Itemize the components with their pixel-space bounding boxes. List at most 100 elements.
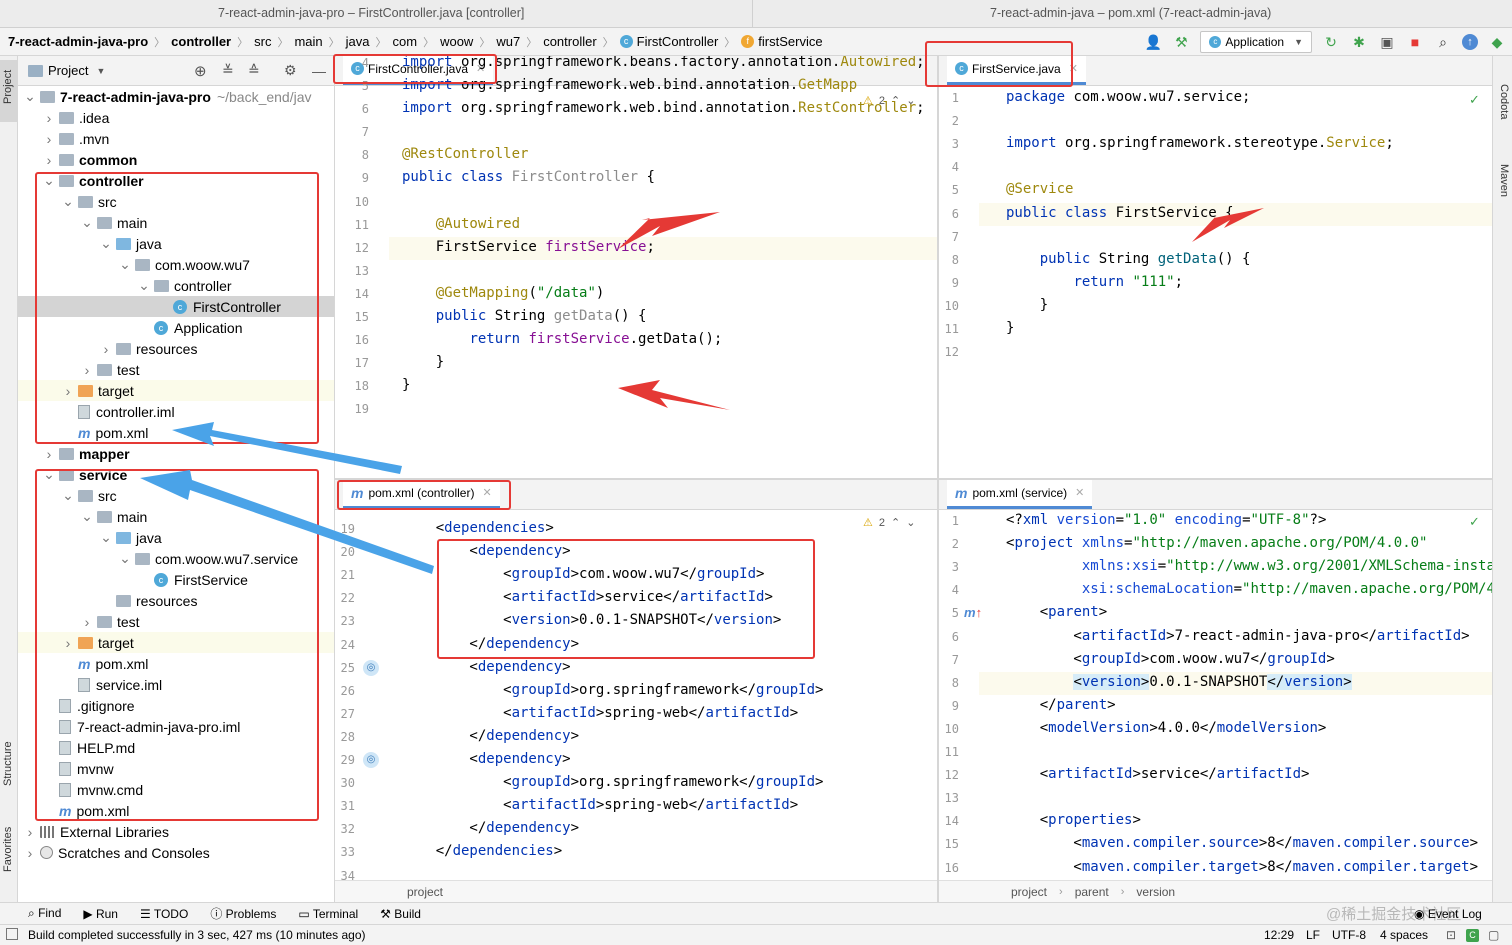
breadcrumb-item[interactable]: woow (440, 34, 474, 49)
build-hammer-icon[interactable]: ⚒ (1175, 34, 1188, 50)
maven-parent-gutter-icon[interactable]: m↑ (964, 605, 983, 620)
code-line[interactable]: package com.woow.wu7.service; (1006, 89, 1251, 105)
code-line[interactable]: </dependencies> (402, 843, 563, 860)
code-line[interactable]: <artifactId>spring-web</artifactId> (402, 704, 799, 721)
structure-tool-label[interactable]: Structure (2, 741, 14, 786)
locate-icon[interactable]: ⊕ (194, 62, 207, 80)
tree-item[interactable]: ›test (18, 611, 334, 632)
tree-item[interactable]: ⌄main (18, 212, 334, 233)
code-line[interactable]: public String getData() { (435, 308, 647, 324)
todo-tool[interactable]: ☰ TODO (139, 906, 189, 921)
chevron-down-icon[interactable]: ⌄ (62, 487, 74, 503)
collapse-all-icon[interactable]: ≙ (248, 62, 260, 78)
tree-item[interactable]: ›resources (18, 338, 334, 359)
tree-item[interactable]: ⌄com.woow.wu7.service (18, 548, 334, 569)
tree-item[interactable]: ›.mvn (18, 128, 334, 149)
chevron-down-icon[interactable]: ▼ (96, 65, 106, 76)
caret-position[interactable]: 12:29 (1264, 928, 1295, 942)
code-line[interactable]: <groupId>org.springframework</groupId> (402, 774, 824, 791)
tree-item[interactable]: 7-react-admin-java-pro.iml (18, 716, 334, 737)
code-line[interactable]: </dependency> (402, 727, 580, 744)
tree-item[interactable]: ›External Libraries (18, 821, 334, 842)
code-line[interactable]: public class FirstService { (1006, 204, 1234, 221)
plugin-icon[interactable]: ◆ (1491, 34, 1503, 50)
tree-item[interactable]: ⌄controller (18, 170, 334, 191)
coverage-icon[interactable]: ▣ (1380, 34, 1394, 50)
maven-tool-label[interactable]: Maven (1498, 164, 1510, 198)
code-line[interactable]: <?xml version="1.0" encoding="UTF-8"?> (1006, 512, 1327, 528)
build-tool[interactable]: ⚒ Build (380, 906, 421, 921)
update-icon[interactable]: ↑ (1462, 34, 1478, 50)
tab-first-controller[interactable]: c FirstController.java ✕ (343, 56, 494, 85)
chevron-up-icon[interactable]: ⌃ (891, 517, 901, 529)
code-line[interactable]: <properties> (1006, 812, 1141, 829)
breadcrumb-item[interactable]: wu7 (496, 34, 521, 49)
close-icon[interactable]: ✕ (482, 487, 492, 499)
editor-hsplit-divider[interactable] (335, 478, 1492, 480)
run-configuration-select[interactable]: c Application ▼ (1200, 31, 1312, 53)
code-line[interactable]: <groupId>com.woow.wu7</groupId> (1006, 650, 1335, 667)
run-tool[interactable]: ▶ Run (83, 906, 118, 921)
gear-icon[interactable]: ⚙ (284, 62, 297, 78)
chevron-right-icon[interactable]: › (27, 823, 33, 840)
code-line[interactable]: } (1006, 320, 1015, 336)
code-line[interactable]: import org.springframework.web.bind.anno… (402, 77, 858, 93)
code-line[interactable]: } (402, 377, 411, 394)
code-line[interactable]: <maven.compiler.source>8</maven.compiler… (1006, 835, 1479, 852)
code-line[interactable]: FirstService firstService; (402, 238, 655, 255)
tree-item[interactable]: resources (18, 590, 334, 611)
tree-item[interactable]: service.iml (18, 674, 334, 695)
panel-toggle-icon[interactable] (6, 928, 18, 940)
codota-tool-label[interactable]: Codota (1498, 84, 1510, 120)
code-line[interactable]: <artifactId>7-react-admin-java-pro</arti… (1006, 627, 1470, 644)
chevron-down-icon[interactable]: ⌄ (43, 466, 55, 482)
code-line[interactable]: @Autowired (435, 215, 521, 232)
code-line[interactable]: <version>0.0.1-SNAPSHOT</version> (402, 612, 782, 629)
status-message[interactable]: Build completed successfully in 3 sec, 4… (28, 928, 366, 942)
chevron-down-icon[interactable]: ⌄ (119, 256, 131, 272)
tree-item[interactable]: ⌄java (18, 527, 334, 548)
code-line[interactable]: return "111"; (1073, 273, 1184, 290)
tree-item[interactable]: ⌄src (18, 485, 334, 506)
code-line[interactable]: </dependency> (402, 635, 580, 652)
code-line[interactable]: xsi:schemaLocation="http://maven.apache.… (1081, 581, 1492, 598)
chevron-right-icon[interactable]: › (46, 151, 52, 168)
notifications-icon[interactable]: ▢ (1488, 928, 1500, 942)
minimize-icon[interactable]: — (312, 62, 326, 79)
chevron-right-icon[interactable]: › (46, 109, 52, 126)
code-line[interactable]: @Service (1006, 181, 1074, 198)
tab-first-service[interactable]: c FirstService.java ✕ (947, 56, 1086, 85)
breadcrumb-item[interactable]: com (392, 34, 418, 49)
chevron-down-icon[interactable]: ⌄ (138, 277, 150, 293)
file-encoding[interactable]: UTF-8 (1332, 928, 1366, 942)
code-line[interactable]: public String getData() { (1039, 250, 1251, 267)
code-line[interactable]: <dependency> (402, 751, 571, 767)
code-line[interactable]: <groupId>org.springframework</groupId> (402, 681, 824, 698)
code-line[interactable]: <artifactId>spring-web</artifactId> (402, 797, 799, 814)
problems-tool[interactable]: ⓘ Problems (210, 907, 277, 921)
code-line[interactable]: <artifactId>service</artifactId> (402, 589, 773, 606)
tree-item[interactable]: ⌄com.woow.wu7 (18, 254, 334, 275)
editor-pom-service[interactable]: m pom.xml (service) ✕ ✓ m↑ project › par… (939, 480, 1492, 902)
chevron-right-icon[interactable]: › (65, 382, 71, 399)
breadcrumb-item[interactable]: 7-react-admin-java-pro (8, 34, 149, 49)
code-line[interactable]: </parent> (1006, 696, 1116, 713)
chevron-down-icon[interactable]: ⌄ (62, 193, 74, 209)
chevron-right-icon[interactable]: › (84, 361, 90, 378)
tree-item[interactable]: ›.idea (18, 107, 334, 128)
tree-item[interactable]: ⌄main (18, 506, 334, 527)
expand-all-icon[interactable]: ≚ (222, 62, 234, 78)
code-line[interactable]: import org.springframework.stereotype.Se… (1006, 135, 1394, 152)
tree-item[interactable]: mvnw.cmd (18, 779, 334, 800)
code-line[interactable]: import org.springframework.web.bind.anno… (402, 100, 925, 117)
tree-item[interactable]: ›mapper (18, 443, 334, 464)
breadcrumb-item-project[interactable]: project (1011, 884, 1048, 899)
codota-status-icon[interactable]: C (1466, 928, 1479, 942)
tree-item[interactable]: ⌄controller (18, 275, 334, 296)
